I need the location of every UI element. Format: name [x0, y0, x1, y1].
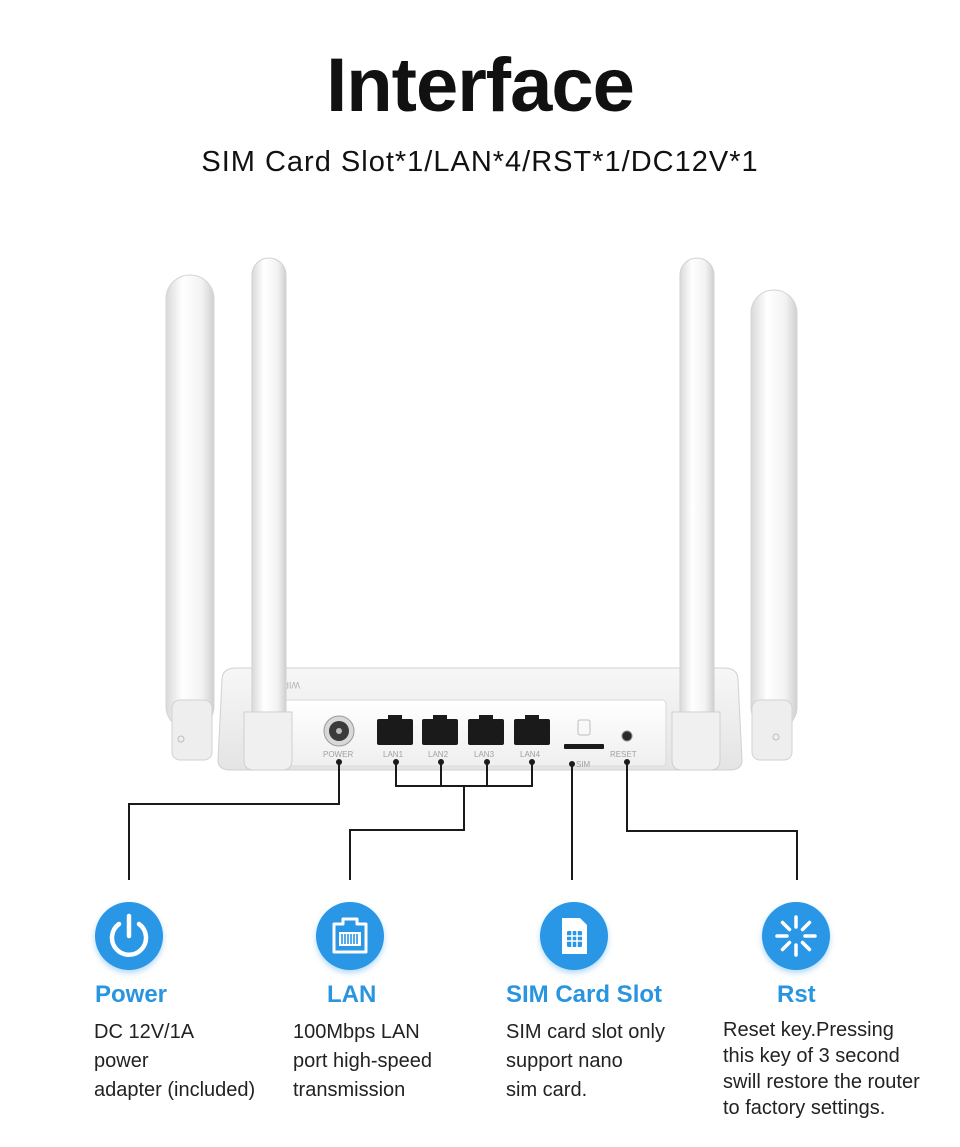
callout-lines [128, 762, 798, 880]
sim-callout-dot [569, 761, 575, 767]
port-label-lan1: LAN1 [383, 750, 404, 759]
port-label-lan3: LAN3 [474, 750, 495, 759]
feature-desc-line: support nano [506, 1050, 623, 1072]
port-label-reset: RESET [610, 750, 637, 759]
lan-port-1 [377, 715, 413, 745]
reset-icon [762, 902, 830, 970]
port-label-lan4: LAN4 [520, 750, 541, 759]
ethernet-port-icon [316, 902, 384, 970]
feature-desc-line: SIM card slot only [506, 1021, 665, 1043]
power-icon [95, 902, 163, 970]
antenna-left-front [243, 257, 293, 771]
sim-card-icon [540, 902, 608, 970]
port-label-lan2: LAN2 [428, 750, 449, 759]
power-port [323, 715, 355, 747]
antenna-right-back [750, 289, 798, 761]
antenna-left-back [165, 274, 215, 761]
lan3-callout-dot [484, 759, 490, 765]
feature-desc-line: transmission [293, 1079, 406, 1101]
lan-callout-drop [349, 786, 465, 880]
antenna-right-front [671, 257, 721, 771]
feature-desc-line: sim card. [506, 1079, 588, 1101]
lan-port-2 [422, 715, 458, 745]
svg-text:WIFI: WIFI [281, 680, 300, 690]
port-label-sim: SIM [576, 760, 591, 769]
feature-desc-line: adapter (included) [94, 1079, 256, 1101]
lan-port-4 [514, 715, 550, 745]
power-callout-line [128, 762, 340, 880]
rst-callout-dot [624, 759, 630, 765]
feature-title-power: Power [95, 981, 168, 1008]
sim-slot [564, 719, 604, 749]
router-illustration: WIFI POWER LAN1 LAN2 LAN3 LAN4 [128, 257, 798, 880]
feature-desc-line: Reset key.Pressing [723, 1019, 894, 1041]
feature-desc-line: swill restore the router [723, 1071, 920, 1093]
lan1-callout-dot [393, 759, 399, 765]
page-title: Interface [326, 43, 635, 128]
feature-title-sim: SIM Card Slot [506, 981, 663, 1008]
feature-desc-line: this key of 3 second [723, 1045, 900, 1067]
feature-desc-line: to factory settings. [723, 1097, 886, 1119]
feature-desc-line: port high-speed [293, 1050, 432, 1072]
feature-title-lan: LAN [327, 981, 377, 1008]
power-callout-dot [336, 759, 342, 765]
lan4-callout-dot [529, 759, 535, 765]
feature-desc-sim: SIM card slot only support nano sim card… [506, 1018, 665, 1105]
rst-callout-line [626, 762, 798, 880]
feature-desc-line: 100Mbps LAN [293, 1021, 420, 1043]
feature-title-rst: Rst [777, 981, 816, 1008]
lan2-callout-dot [438, 759, 444, 765]
port-label-power: POWER [323, 750, 353, 759]
feature-desc-line: DC 12V/1A [94, 1021, 195, 1043]
page-subtitle: SIM Card Slot*1/LAN*4/RST*1/DC12V*1 [201, 146, 759, 178]
feature-desc-lan: 100Mbps LAN port high-speed transmission [293, 1018, 432, 1105]
feature-desc-rst: Reset key.Pressing this key of 3 second … [723, 1017, 920, 1121]
feature-desc-line: power [94, 1050, 149, 1072]
feature-desc-power: DC 12V/1A power adapter (included) [94, 1018, 255, 1105]
reset-button [621, 730, 633, 742]
lan-port-3 [468, 715, 504, 745]
